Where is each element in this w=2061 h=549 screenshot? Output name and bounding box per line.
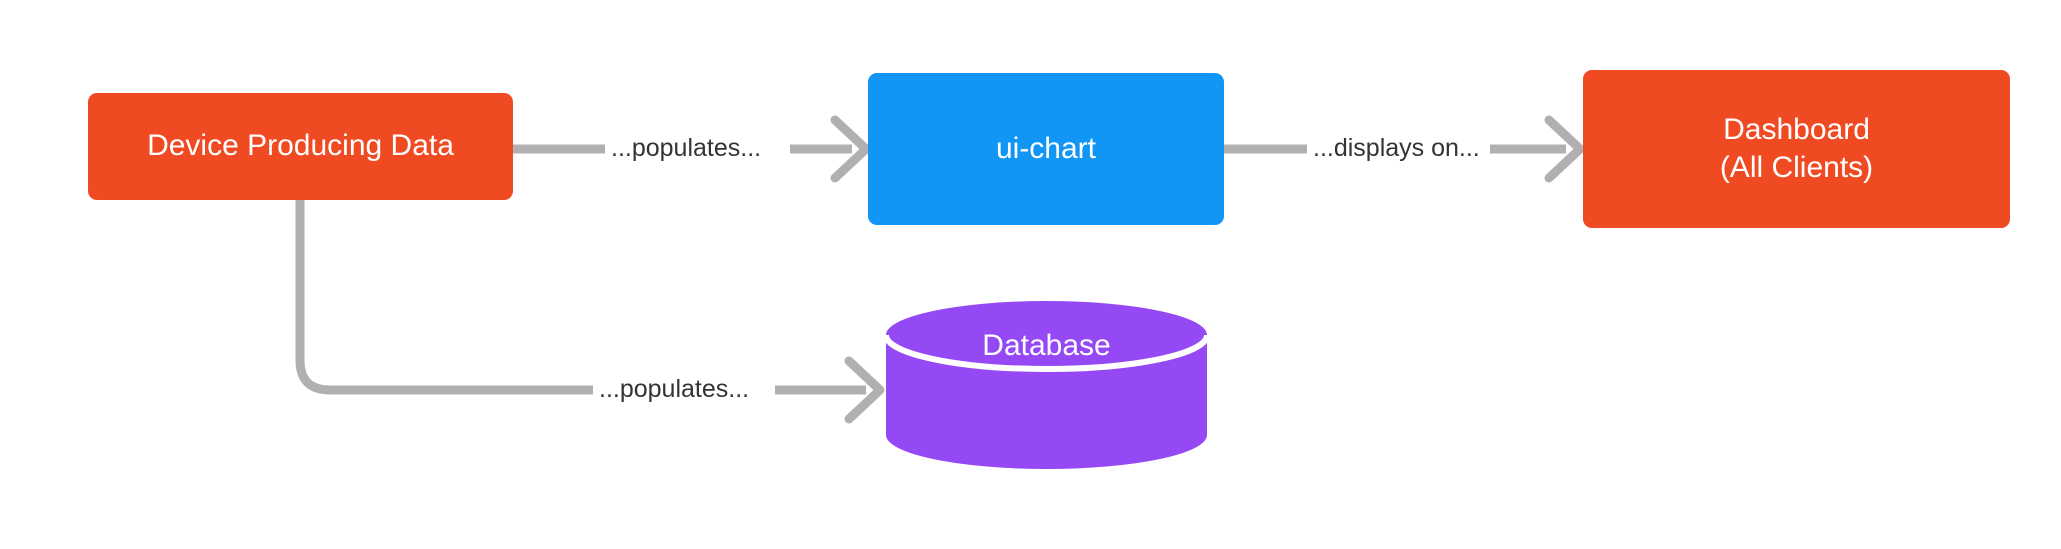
node-dashboard[interactable]: Dashboard (All Clients) bbox=[1583, 70, 2010, 228]
arrowhead-icon bbox=[844, 356, 885, 424]
edge-device-to-database bbox=[295, 200, 885, 424]
edge-elbow-path bbox=[295, 200, 600, 395]
arrowhead-icon bbox=[830, 115, 871, 183]
node-dashboard-label-line2: (All Clients) bbox=[1719, 151, 1874, 184]
edge-label-displays-on: ...displays on... bbox=[1307, 136, 1486, 161]
node-device-producing-data[interactable]: Device Producing Data bbox=[88, 93, 513, 200]
edge-label-populates-uichart: ...populates... bbox=[605, 136, 768, 161]
edge-device-to-uichart bbox=[513, 115, 871, 183]
edge-uichart-to-dashboard bbox=[1224, 115, 1585, 183]
cylinder-shape-icon bbox=[884, 301, 1209, 469]
arrowhead-icon bbox=[1544, 115, 1585, 183]
node-device-label: Device Producing Data bbox=[147, 129, 454, 163]
node-ui-chart-label: ui-chart bbox=[995, 131, 1097, 165]
edge-label-populates-database: ...populates... bbox=[593, 377, 756, 402]
node-dashboard-label-line1: Dashboard bbox=[1723, 112, 1870, 146]
node-database[interactable]: Database bbox=[884, 299, 1209, 471]
node-ui-chart[interactable]: ui-chart bbox=[868, 73, 1224, 225]
